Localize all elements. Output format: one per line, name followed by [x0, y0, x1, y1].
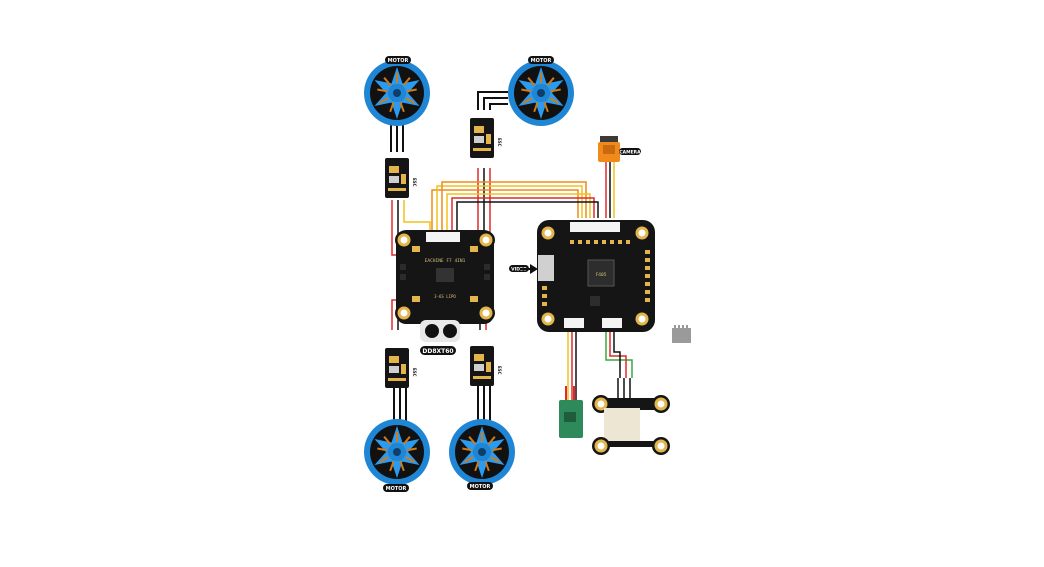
esc-label: ESC — [497, 138, 502, 147]
signal-harness — [431, 181, 599, 232]
battery-connector-tag — [420, 346, 456, 355]
motor-top-right: MOTOR — [507, 56, 575, 127]
vtx-icon — [604, 408, 640, 444]
mount-hole — [633, 310, 651, 328]
mount-hole — [395, 304, 413, 322]
receiver — [559, 386, 583, 438]
camera-icon — [598, 136, 620, 162]
camera-tag — [619, 148, 641, 155]
motor-tag — [467, 482, 493, 490]
motor-bottom-left: MOTOR — [363, 418, 431, 492]
esc-label: ESC — [412, 178, 417, 187]
esc-module-top-right: ESC — [470, 118, 502, 158]
fc-vtx-connector — [602, 318, 622, 328]
mount-hole — [477, 231, 495, 249]
fc-camera-connector — [602, 222, 620, 232]
usb-port — [538, 255, 554, 281]
esc-module-icon — [385, 348, 409, 388]
esc-chip — [436, 268, 454, 282]
xt60-connector — [420, 320, 460, 342]
motor-icon — [363, 418, 431, 486]
motor-tag — [528, 56, 554, 64]
antenna-icon — [617, 378, 631, 398]
mount-hole — [592, 437, 610, 455]
fc-esc-connector — [570, 222, 602, 232]
esc-module-icon — [470, 118, 494, 158]
battery-connector-label: DD8XT60 — [422, 348, 453, 355]
esc-module-bottom-left: ESC — [385, 348, 417, 388]
fc-rx-connector — [564, 318, 584, 328]
arrow-icon — [520, 264, 538, 274]
video-input: VIDEO — [509, 264, 538, 274]
motor-tag — [385, 56, 411, 64]
esc-board-silkscreen: EACHINE F7 4IN1 — [425, 258, 466, 264]
mount-hole — [477, 304, 495, 322]
motor-icon — [448, 418, 516, 486]
motor-tag-text: MOTOR — [531, 58, 552, 64]
flight-controller: F405 — [537, 220, 655, 332]
esc-module-top-left: ESC — [385, 158, 417, 198]
motor-tag — [383, 484, 409, 492]
mount-hole — [652, 395, 670, 413]
motor-tag-text: MOTOR — [388, 58, 409, 64]
esc-module-bottom-right: ESC — [470, 346, 502, 386]
video-label: VIDEO — [511, 267, 527, 273]
esc-label: ESC — [497, 366, 502, 375]
motor-tag-text: MOTOR — [386, 486, 407, 492]
esc-power-board: EACHINE F7 4IN1 3-6S LIPO DD8XT60 — [395, 230, 495, 355]
camera: CAMERA — [598, 136, 641, 162]
camera-label: CAMERA — [619, 150, 641, 156]
esc-label: ESC — [412, 368, 417, 377]
esc-module-icon — [385, 158, 409, 198]
motor-bottom-right: MOTOR — [448, 418, 516, 490]
video-tag — [509, 265, 529, 272]
mount-hole — [395, 231, 413, 249]
fc-silkscreen: F405 — [596, 272, 607, 278]
camera-wires — [605, 162, 615, 218]
peripheral-wires — [567, 328, 633, 400]
fc-side-pads — [542, 250, 650, 306]
motor-icon — [507, 59, 575, 127]
mount-hole — [539, 224, 557, 242]
mount-hole — [633, 224, 651, 242]
motor-icon — [363, 59, 431, 127]
motor-top-left: MOTOR — [363, 56, 431, 127]
mount-hole — [652, 437, 670, 455]
esc-module-icon — [470, 346, 494, 386]
vtx — [592, 378, 670, 455]
mount-hole — [539, 310, 557, 328]
fc-gyro-chip — [590, 296, 600, 306]
heatsink-icon — [672, 325, 691, 343]
fc-mcu-chip — [587, 259, 615, 287]
esc-board-voltage: 3-6S LIPO — [434, 294, 456, 299]
signal-connector — [426, 232, 460, 242]
solder-pads — [412, 246, 478, 302]
motor-tag-text: MOTOR — [470, 484, 491, 490]
